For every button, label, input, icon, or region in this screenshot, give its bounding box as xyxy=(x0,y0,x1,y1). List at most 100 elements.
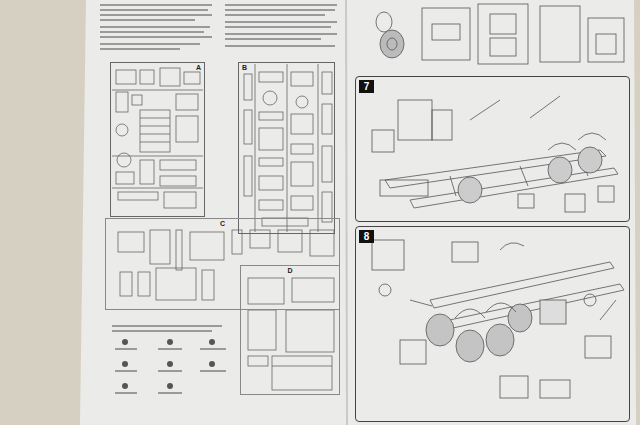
detail-box xyxy=(540,380,570,398)
grille-line xyxy=(140,126,170,127)
part xyxy=(120,272,132,296)
part xyxy=(322,104,332,134)
paper xyxy=(80,0,636,425)
text-line xyxy=(112,325,222,327)
leader-line xyxy=(470,100,500,120)
part xyxy=(272,356,332,390)
part xyxy=(259,128,283,150)
wheel xyxy=(458,177,482,203)
paint-dot xyxy=(167,361,173,367)
part xyxy=(379,284,391,296)
text-line xyxy=(200,370,226,372)
fender xyxy=(548,143,576,150)
part xyxy=(598,186,614,202)
cab-part xyxy=(398,100,432,140)
paint-legend-art xyxy=(112,325,226,394)
part xyxy=(117,153,131,167)
detail-box xyxy=(585,336,611,358)
runner xyxy=(112,90,203,91)
part xyxy=(286,310,334,352)
grille-line xyxy=(140,118,170,119)
sprue-letter: C xyxy=(220,220,225,228)
part xyxy=(291,162,313,186)
part xyxy=(176,230,182,270)
leader-line xyxy=(600,300,616,320)
grille-line xyxy=(140,134,170,135)
part xyxy=(160,68,180,86)
part xyxy=(140,160,154,184)
part xyxy=(596,34,616,54)
part xyxy=(118,192,158,200)
text-line xyxy=(100,31,204,33)
grille-part xyxy=(140,110,170,152)
paint-dot xyxy=(167,383,173,389)
pipe xyxy=(500,243,524,250)
part xyxy=(248,310,276,350)
tyre xyxy=(380,30,404,58)
part xyxy=(250,230,270,248)
part xyxy=(118,232,144,252)
part xyxy=(116,124,128,136)
part xyxy=(322,146,332,182)
part xyxy=(584,294,596,306)
paint-dot xyxy=(209,339,215,345)
sprue-d-parts xyxy=(248,278,334,390)
text-line xyxy=(158,348,182,350)
detail-box xyxy=(452,242,478,262)
part xyxy=(138,272,150,296)
chassis-rail xyxy=(385,150,606,188)
text-line xyxy=(100,43,200,45)
part xyxy=(490,38,516,56)
paint-dot xyxy=(122,383,128,389)
part xyxy=(244,156,252,196)
text-line xyxy=(200,348,226,350)
hub xyxy=(387,38,397,50)
step-number: 7 xyxy=(359,80,374,93)
cab-part xyxy=(432,110,452,140)
detail-box xyxy=(478,4,528,64)
wheel xyxy=(456,330,484,362)
part xyxy=(164,192,196,208)
paint-dot xyxy=(122,361,128,367)
runner xyxy=(255,64,256,232)
part xyxy=(244,74,252,100)
runner xyxy=(112,156,203,157)
text-line xyxy=(158,370,182,372)
part xyxy=(140,70,154,84)
sprue-letter: A xyxy=(196,64,201,72)
step-7-chassis xyxy=(372,96,618,212)
part xyxy=(259,176,283,190)
text-line xyxy=(115,392,137,394)
wheel xyxy=(578,147,602,173)
wheel xyxy=(376,12,392,32)
sprue-frame: C xyxy=(105,218,340,310)
text-line xyxy=(225,14,325,16)
leader-line xyxy=(410,300,432,306)
text-line xyxy=(100,9,208,11)
leader-line xyxy=(530,96,560,118)
text-line xyxy=(225,26,331,28)
sprue-letter: B xyxy=(242,64,247,72)
text-block xyxy=(100,4,337,50)
step-8-chassis xyxy=(372,240,624,398)
wheel xyxy=(548,157,572,183)
cross-member xyxy=(450,176,456,196)
text-line xyxy=(100,4,212,6)
text-line xyxy=(100,14,212,16)
detail-box xyxy=(500,376,528,398)
part xyxy=(291,144,313,154)
part xyxy=(518,194,534,208)
text-line xyxy=(225,38,321,40)
runner xyxy=(318,64,319,232)
part xyxy=(248,278,284,304)
part xyxy=(565,194,585,212)
text-line xyxy=(100,36,212,38)
part xyxy=(262,218,308,226)
part xyxy=(259,72,283,82)
paint-dot xyxy=(167,339,173,345)
bumper xyxy=(380,180,428,196)
tank xyxy=(540,300,566,324)
sprue-letter: D xyxy=(287,267,292,275)
paint-dot xyxy=(209,361,215,367)
